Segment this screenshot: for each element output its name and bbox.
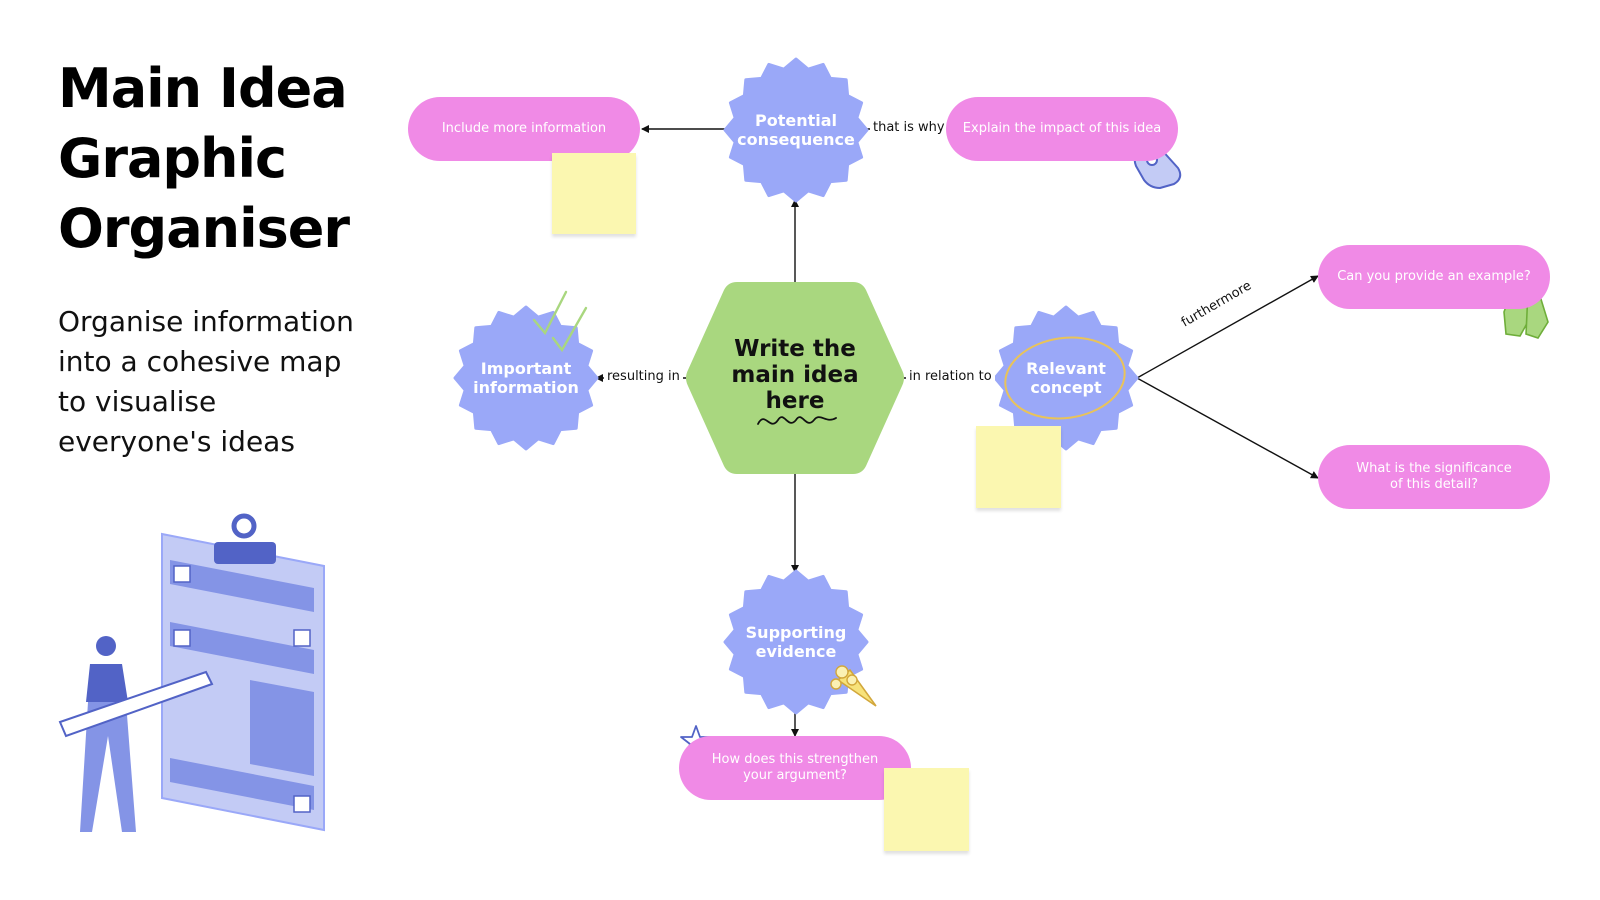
node-important-line-1: Important (480, 359, 572, 378)
pill-provide-example[interactable]: Can you provide an example? (1318, 245, 1550, 309)
pill-more-information[interactable]: Include more information (408, 97, 640, 161)
pill-explain-impact-text: Explain the impact of this idea (962, 121, 1162, 136)
clipboard-illustration (58, 513, 325, 832)
pill-explain-impact[interactable]: Explain the impact of this idea (946, 97, 1178, 161)
main-idea-line-1: Write the (734, 336, 856, 362)
node-relevant-line-1: Relevant (1026, 359, 1106, 378)
pill-significance-line-2: of this detail? (1390, 477, 1478, 492)
main-idea-hexagon (686, 282, 904, 474)
edge-relevant-to-significance (1136, 377, 1319, 479)
circle-doodle-icon (1004, 336, 1126, 420)
checkmark-icon (532, 290, 588, 353)
pill-strengthen-argument[interactable]: How does this strengthen your argument? (679, 736, 911, 800)
sticky-note[interactable] (976, 426, 1061, 508)
badge-potential-consequence (723, 57, 869, 203)
badge-important-information (453, 305, 599, 451)
node-important-information: Important information (456, 348, 596, 408)
subtitle-line-1: Organise information (58, 305, 354, 338)
connector-label-resulting-in: resulting in (604, 369, 683, 384)
pill-significance-line-1: What is the significance (1356, 461, 1512, 476)
pill-strengthen-line-2: your argument? (743, 768, 847, 783)
node-supporting-line-2: evidence (755, 642, 837, 661)
pill-more-information-text: Include more information (441, 121, 607, 136)
connector-label-that-is-why: that is why (870, 120, 948, 135)
main-idea-line-3: here (765, 388, 825, 414)
flower-bouquet-icon (830, 665, 877, 707)
main-idea-text[interactable]: Write the main idea here (700, 330, 890, 420)
connector-label-in-relation-to: in relation to (906, 369, 995, 384)
underline-squiggle-icon (757, 416, 837, 425)
sticky-note[interactable] (552, 153, 636, 234)
page-title: Main Idea Graphic Organiser (58, 54, 378, 264)
node-supporting-line-1: Supporting (745, 623, 847, 642)
node-consequence-line-1: Potential (754, 111, 838, 130)
node-relevant-concept: Relevant concept (996, 348, 1136, 408)
title-line-2: Graphic (58, 127, 287, 190)
main-idea-line-2: main idea (731, 362, 859, 388)
badge-supporting-evidence (723, 569, 869, 715)
pill-significance[interactable]: What is the significance of this detail? (1318, 445, 1550, 509)
title-line-1: Main Idea (58, 57, 348, 120)
pill-provide-example-text: Can you provide an example? (1337, 269, 1531, 284)
subtitle-line-2: into a cohesive map (58, 345, 342, 378)
node-supporting-evidence: Supporting evidence (726, 612, 866, 672)
node-important-line-2: information (473, 378, 579, 397)
subtitle-line-4: everyone's ideas (58, 425, 295, 458)
node-relevant-line-2: concept (1030, 378, 1102, 397)
edge-relevant-to-example (1136, 275, 1319, 379)
sticky-note[interactable] (884, 768, 969, 851)
title-line-3: Organiser (58, 197, 350, 260)
node-consequence-line-2: consequence (737, 130, 855, 149)
pill-strengthen-line-1: How does this strengthen (711, 752, 879, 767)
connector-lines (595, 125, 1319, 737)
subtitle-line-3: to visualise (58, 385, 217, 418)
page-subtitle: Organise information into a cohesive map… (58, 302, 378, 462)
node-potential-consequence: Potential consequence (726, 100, 866, 160)
